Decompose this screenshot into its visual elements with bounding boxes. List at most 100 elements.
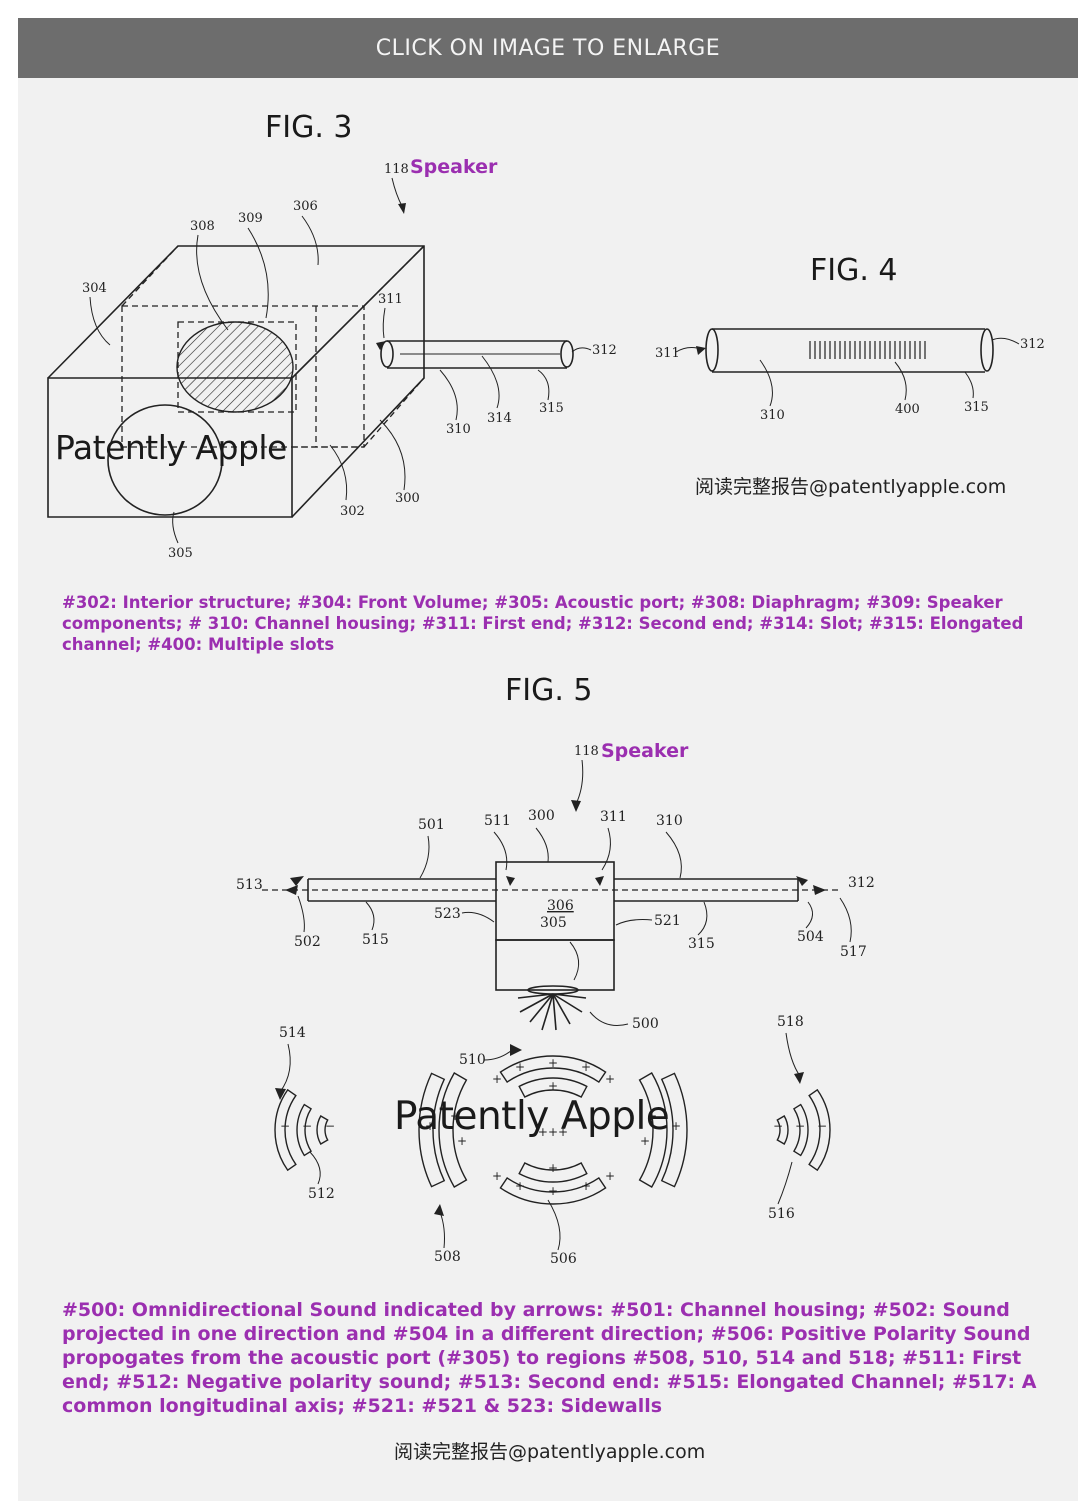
positive-polarity-mark: + bbox=[647, 1109, 657, 1123]
ref-518: 518 bbox=[777, 1014, 804, 1030]
article-card bbox=[18, 18, 1078, 1501]
positive-polarity-mark: + bbox=[548, 1056, 558, 1070]
ref-300-fig5: 300 bbox=[528, 808, 555, 824]
ref-118-fig5: 118 bbox=[574, 744, 599, 759]
ref-312-fig5: 312 bbox=[848, 875, 875, 891]
fig3-title: FIG. 3 bbox=[265, 110, 353, 145]
ref-504: 504 bbox=[797, 929, 824, 945]
ref-512: 512 bbox=[308, 1186, 335, 1202]
region-518-arc bbox=[792, 1103, 809, 1157]
region-514-arc bbox=[274, 1088, 297, 1172]
positive-polarity-mark: + bbox=[457, 1134, 467, 1148]
ref-508: 508 bbox=[434, 1249, 461, 1265]
ref-300: 300 bbox=[395, 491, 420, 506]
positive-polarity-mark: + bbox=[605, 1072, 615, 1086]
ref-312: 312 bbox=[592, 343, 617, 358]
ref-305-fig5: 305 bbox=[540, 915, 567, 931]
negative-polarity-mark: − bbox=[280, 1119, 290, 1133]
channel-fig4 bbox=[696, 328, 994, 373]
ref-514: 514 bbox=[279, 1025, 306, 1041]
ref-314: 314 bbox=[487, 411, 512, 426]
region-510-arc bbox=[518, 1077, 588, 1098]
ref-400: 400 bbox=[895, 402, 920, 417]
ref-304: 304 bbox=[82, 281, 107, 296]
watermark-fig5: Patently Apple bbox=[394, 1094, 670, 1139]
positive-polarity-mark: + bbox=[581, 1060, 591, 1074]
ref-310-fig5: 310 bbox=[656, 813, 683, 829]
region-inner-right-arc bbox=[660, 1072, 688, 1188]
ref-306: 306 bbox=[293, 199, 318, 214]
speaker-housing-fig5 bbox=[262, 861, 842, 1031]
region-518-arc bbox=[808, 1088, 831, 1172]
ref-302: 302 bbox=[340, 504, 365, 519]
fig4-title: FIG. 4 bbox=[810, 253, 898, 288]
negative-polarity-mark: − bbox=[795, 1119, 805, 1133]
ref-315-fig4: 315 bbox=[964, 400, 989, 415]
ref-315: 315 bbox=[539, 401, 564, 416]
ref-118: 118 bbox=[384, 162, 409, 177]
region-inner-left-arc bbox=[438, 1072, 468, 1188]
ref-506: 506 bbox=[550, 1251, 577, 1267]
region-inner-left-arc bbox=[418, 1072, 446, 1188]
sound-regions: +++++++++++++++++++++−−−−−− bbox=[274, 1055, 831, 1205]
positive-polarity-mark: + bbox=[548, 1184, 558, 1198]
positive-polarity-mark: +++ bbox=[538, 1125, 568, 1139]
positive-polarity-mark: + bbox=[548, 1079, 558, 1093]
ref-310-fig4: 310 bbox=[760, 408, 785, 423]
positive-polarity-mark: + bbox=[640, 1134, 650, 1148]
ref-513: 513 bbox=[236, 877, 263, 893]
channel-fig3 bbox=[376, 340, 574, 369]
positive-polarity-mark: + bbox=[450, 1109, 460, 1123]
ref-311-fig5: 311 bbox=[600, 809, 627, 825]
ref-523: 523 bbox=[434, 906, 461, 922]
ref-311-fig4: 311 bbox=[655, 346, 680, 361]
ref-500: 500 bbox=[632, 1016, 659, 1032]
region-506-arc bbox=[499, 1177, 607, 1205]
region-514-arc bbox=[316, 1115, 329, 1145]
positive-polarity-mark: + bbox=[492, 1072, 502, 1086]
speaker-box bbox=[47, 245, 425, 518]
ref-521: 521 bbox=[654, 913, 681, 929]
caption-fig3-fig4: #302: Interior structure; #304: Front Vo… bbox=[62, 593, 1024, 654]
ref-309: 309 bbox=[238, 211, 263, 226]
ref-502: 502 bbox=[294, 934, 321, 950]
region-506-arc bbox=[518, 1162, 588, 1183]
ref-516: 516 bbox=[768, 1206, 795, 1222]
ref-501: 501 bbox=[418, 817, 445, 833]
ref-305: 305 bbox=[168, 546, 193, 561]
positive-polarity-mark: + bbox=[605, 1169, 615, 1183]
fig3-fig4-diagram: 118 308 309 306 bbox=[47, 162, 1045, 561]
ref-315-fig5: 315 bbox=[688, 936, 715, 952]
positive-polarity-mark: + bbox=[548, 1161, 558, 1175]
fig5-diagram: 118 306 305 501 bbox=[236, 744, 875, 1267]
positive-polarity-mark: + bbox=[581, 1179, 591, 1193]
negative-polarity-mark: − bbox=[817, 1119, 827, 1133]
watermark-fig3: Patently Apple bbox=[55, 428, 287, 467]
region-518-arc bbox=[776, 1115, 789, 1145]
ref-510: 510 bbox=[459, 1052, 486, 1068]
speaker-label-fig5: Speaker bbox=[601, 740, 689, 762]
ref-308: 308 bbox=[190, 219, 215, 234]
positive-polarity-mark: + bbox=[425, 1119, 435, 1133]
ref-310: 310 bbox=[446, 422, 471, 437]
positive-polarity-mark: + bbox=[515, 1179, 525, 1193]
negative-polarity-mark: − bbox=[302, 1119, 312, 1133]
positive-polarity-mark: + bbox=[671, 1119, 681, 1133]
fig5-title: FIG. 5 bbox=[505, 673, 593, 708]
ref-515: 515 bbox=[362, 932, 389, 948]
credit-top[interactable]: 阅读完整报告@patentlyapple.com bbox=[695, 476, 1007, 498]
speaker-label-fig3: Speaker bbox=[410, 156, 498, 178]
region-510-arc bbox=[499, 1055, 607, 1083]
negative-polarity-mark: − bbox=[325, 1119, 335, 1133]
credit-bottom[interactable]: 阅读完整报告@patentlyapple.com bbox=[394, 1441, 706, 1463]
ref-311: 311 bbox=[378, 292, 403, 307]
positive-polarity-mark: + bbox=[515, 1060, 525, 1074]
negative-polarity-mark: − bbox=[773, 1119, 783, 1133]
caption-fig5: #500: Omnidirectional Sound indicated by… bbox=[62, 1299, 1037, 1417]
enlarge-banner[interactable]: CLICK ON IMAGE TO ENLARGE bbox=[18, 18, 1078, 78]
positive-polarity-mark: + bbox=[492, 1169, 502, 1183]
ref-306-fig5: 306 bbox=[547, 898, 574, 914]
region-514-arc bbox=[296, 1103, 313, 1157]
region-inner-right-arc bbox=[638, 1072, 668, 1188]
ref-511: 511 bbox=[484, 813, 511, 829]
